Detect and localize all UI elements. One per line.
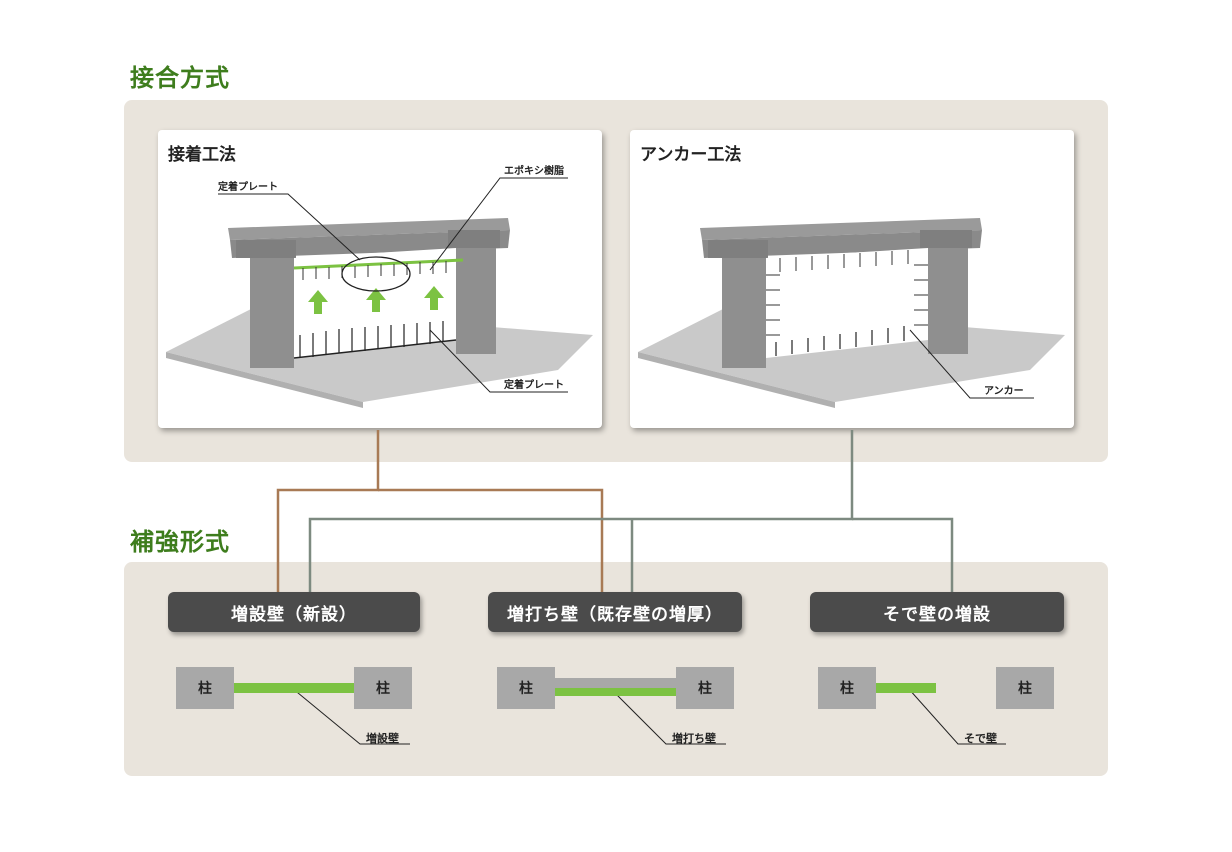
column-box: 柱 <box>354 667 412 709</box>
label-thickened-wall: 増打ち壁 <box>672 732 716 745</box>
column-box: 柱 <box>497 667 555 709</box>
section-title-reinforcement: 補強形式 <box>130 528 230 556</box>
anchor-method-illustration: アンカー <box>638 218 1065 408</box>
type-thickened-wall: 増打ち壁（既存壁の増厚） <box>488 592 742 632</box>
column-box: 柱 <box>996 667 1054 709</box>
existing-wall-bar <box>555 678 676 688</box>
label-anchor: アンカー <box>984 385 1024 397</box>
anchor-method-card: アンカー工法 <box>630 130 1074 428</box>
column-box: 柱 <box>818 667 876 709</box>
anchor-method-title: アンカー工法 <box>640 145 742 165</box>
adhesive-method-title: 接着工法 <box>168 145 236 165</box>
type-wing-wall: そで壁の増設 <box>810 592 1064 632</box>
thickened-wall-bar <box>555 688 676 696</box>
new-wall-bar <box>234 683 354 693</box>
adhesive-method-card: 接着工法 <box>158 130 602 428</box>
label-wing-wall: そで壁 <box>964 732 997 745</box>
adhesive-method-illustration: 定着プレート エポキシ樹脂 定着プレート <box>166 164 593 408</box>
type-new-wall: 増設壁（新設） <box>168 592 420 632</box>
column-box: 柱 <box>676 667 734 709</box>
wing-wall-bar <box>876 683 936 693</box>
column-box: 柱 <box>176 667 234 709</box>
label-epoxy: エポキシ樹脂 <box>504 164 564 177</box>
label-new-wall: 増設壁 <box>366 732 399 745</box>
label-plate-top: 定着プレート <box>218 180 278 193</box>
section-title-joining: 接合方式 <box>130 64 230 92</box>
label-plate-bottom: 定着プレート <box>504 378 564 391</box>
